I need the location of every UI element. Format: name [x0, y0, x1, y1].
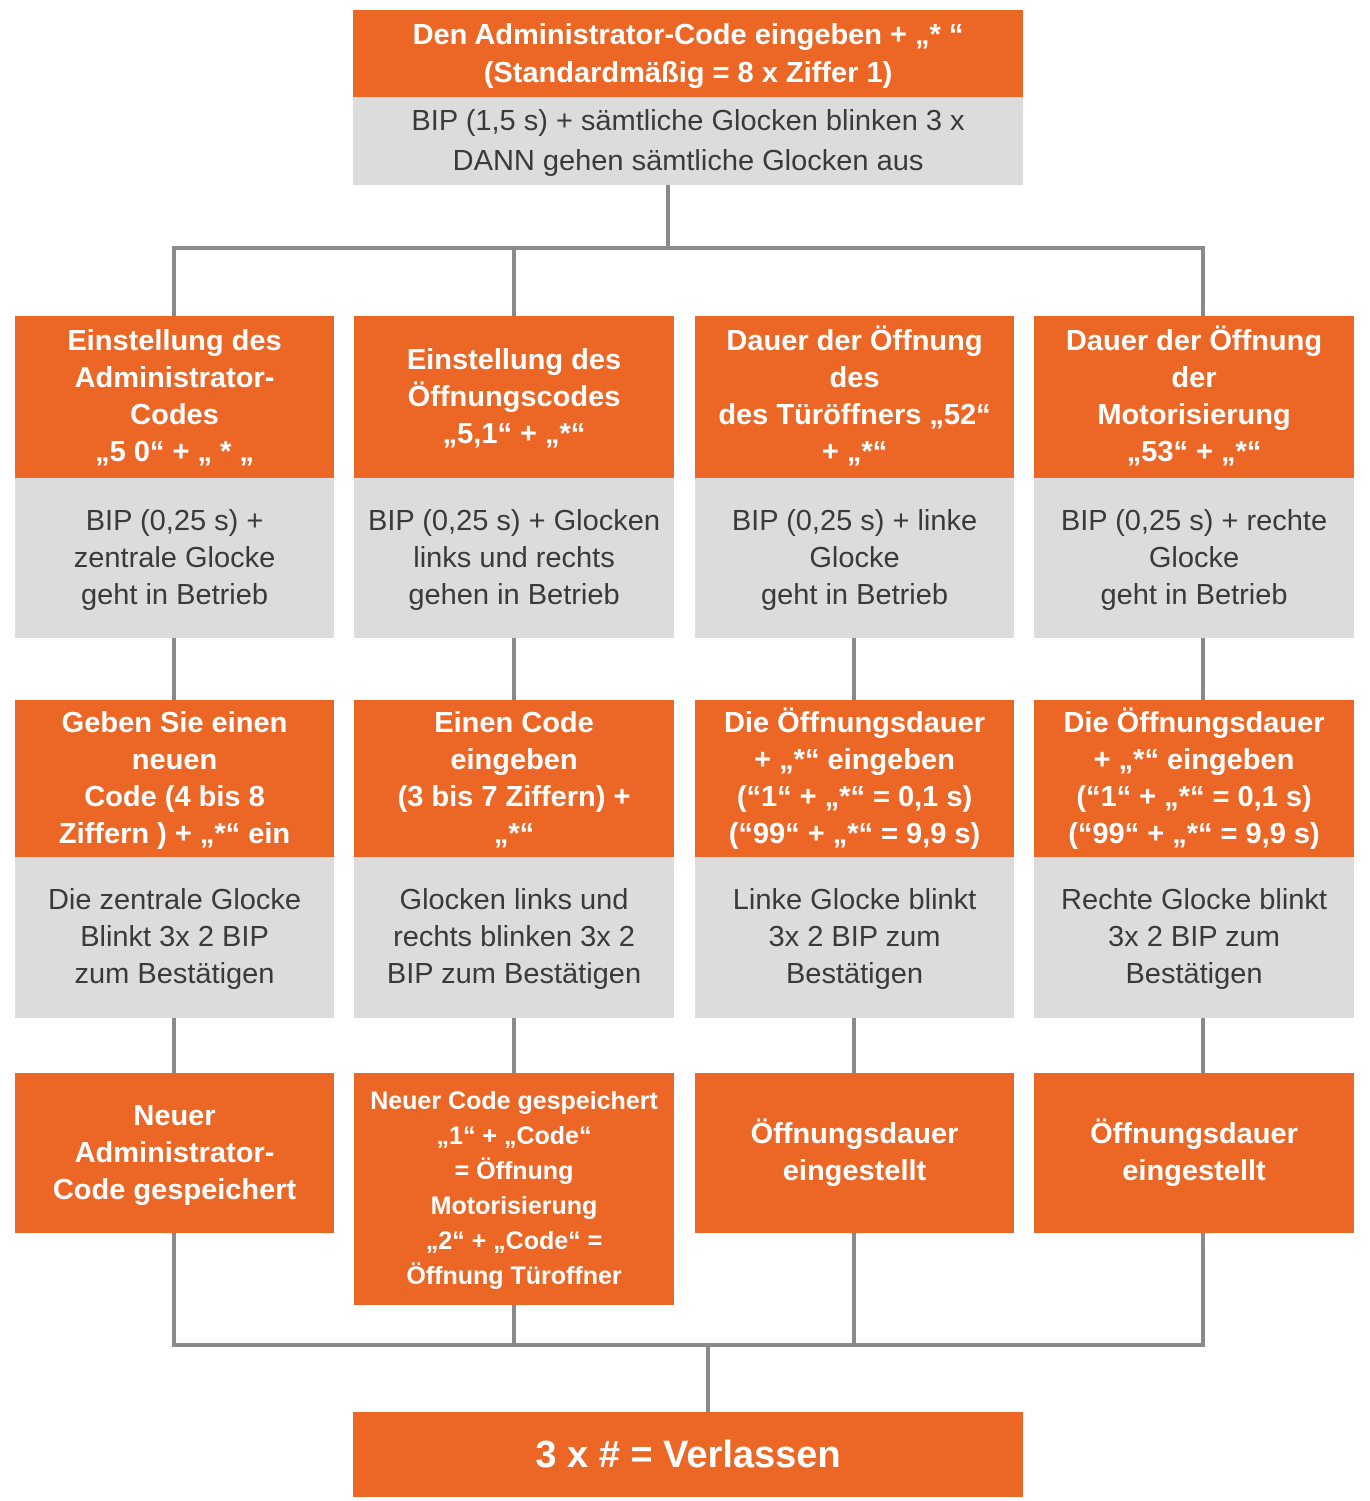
- column-1-result: Neuer Administrator- Code gespeichert: [15, 1073, 334, 1233]
- column-1-action: Geben Sie einen neuen Code (4 bis 8 Ziff…: [15, 700, 334, 857]
- connector-line: [1201, 246, 1205, 316]
- column-3-signal: BIP (0,25 s) + linke Glocke geht in Betr…: [695, 478, 1014, 638]
- connector-line: [1201, 638, 1205, 700]
- column-2-header: Einstellung des Öffnungscodes „5,1“ + „*…: [354, 316, 674, 478]
- exit-step: 3 x # = Verlassen: [353, 1412, 1023, 1497]
- connector-line: [852, 1017, 856, 1073]
- connector-line: [512, 246, 516, 316]
- column-2-signal: BIP (0,25 s) + Glocken links und rechts …: [354, 478, 674, 638]
- column-4-signal: BIP (0,25 s) + rechte Glocke geht in Bet…: [1034, 478, 1354, 638]
- connector-line: [172, 1343, 1205, 1347]
- start-step: Den Administrator-Code eingeben + „* “ (…: [353, 10, 1023, 97]
- connector-line: [1201, 1017, 1205, 1073]
- column-3-confirm: Linke Glocke blinkt 3x 2 BIP zum Bestäti…: [695, 857, 1014, 1018]
- connector-line: [172, 246, 1205, 250]
- column-1-header: Einstellung des Administrator- Codes „5 …: [15, 316, 334, 478]
- start-signal: BIP (1,5 s) + sämtliche Glocken blinken …: [353, 97, 1023, 185]
- column-3-action: Die Öffnungsdauer + „*“ eingeben (“1“ + …: [695, 700, 1014, 857]
- column-4-confirm: Rechte Glocke blinkt 3x 2 BIP zum Bestät…: [1034, 857, 1354, 1018]
- column-3-header: Dauer der Öffnung des des Türöffners „52…: [695, 316, 1014, 478]
- connector-line: [852, 638, 856, 700]
- connector-line: [852, 1232, 856, 1346]
- column-2-action: Einen Code eingeben (3 bis 7 Ziffern) + …: [354, 700, 674, 857]
- connector-line: [706, 1343, 710, 1413]
- column-4-header: Dauer der Öffnung der Motorisierung „53“…: [1034, 316, 1354, 478]
- connector-line: [172, 246, 176, 316]
- column-1-confirm: Die zentrale Glocke Blinkt 3x 2 BIP zum …: [15, 857, 334, 1018]
- column-4-result: Öffnungsdauer eingestellt: [1034, 1073, 1354, 1233]
- column-1-signal: BIP (0,25 s) + zentrale Glocke geht in B…: [15, 478, 334, 638]
- column-3-result: Öffnungsdauer eingestellt: [695, 1073, 1014, 1233]
- column-2-confirm: Glocken links und rechts blinken 3x 2 BI…: [354, 857, 674, 1018]
- connector-line: [666, 184, 670, 248]
- connector-line: [172, 1017, 176, 1073]
- connector-line: [1201, 1232, 1205, 1346]
- connector-line: [512, 1304, 516, 1346]
- connector-line: [172, 1232, 176, 1346]
- column-2-result: Neuer Code gespeichert „1“ + „Code“ = Öf…: [354, 1073, 674, 1305]
- connector-line: [512, 1017, 516, 1073]
- connector-line: [172, 638, 176, 700]
- connector-line: [512, 638, 516, 700]
- column-4-action: Die Öffnungsdauer + „*“ eingeben (“1“ + …: [1034, 700, 1354, 857]
